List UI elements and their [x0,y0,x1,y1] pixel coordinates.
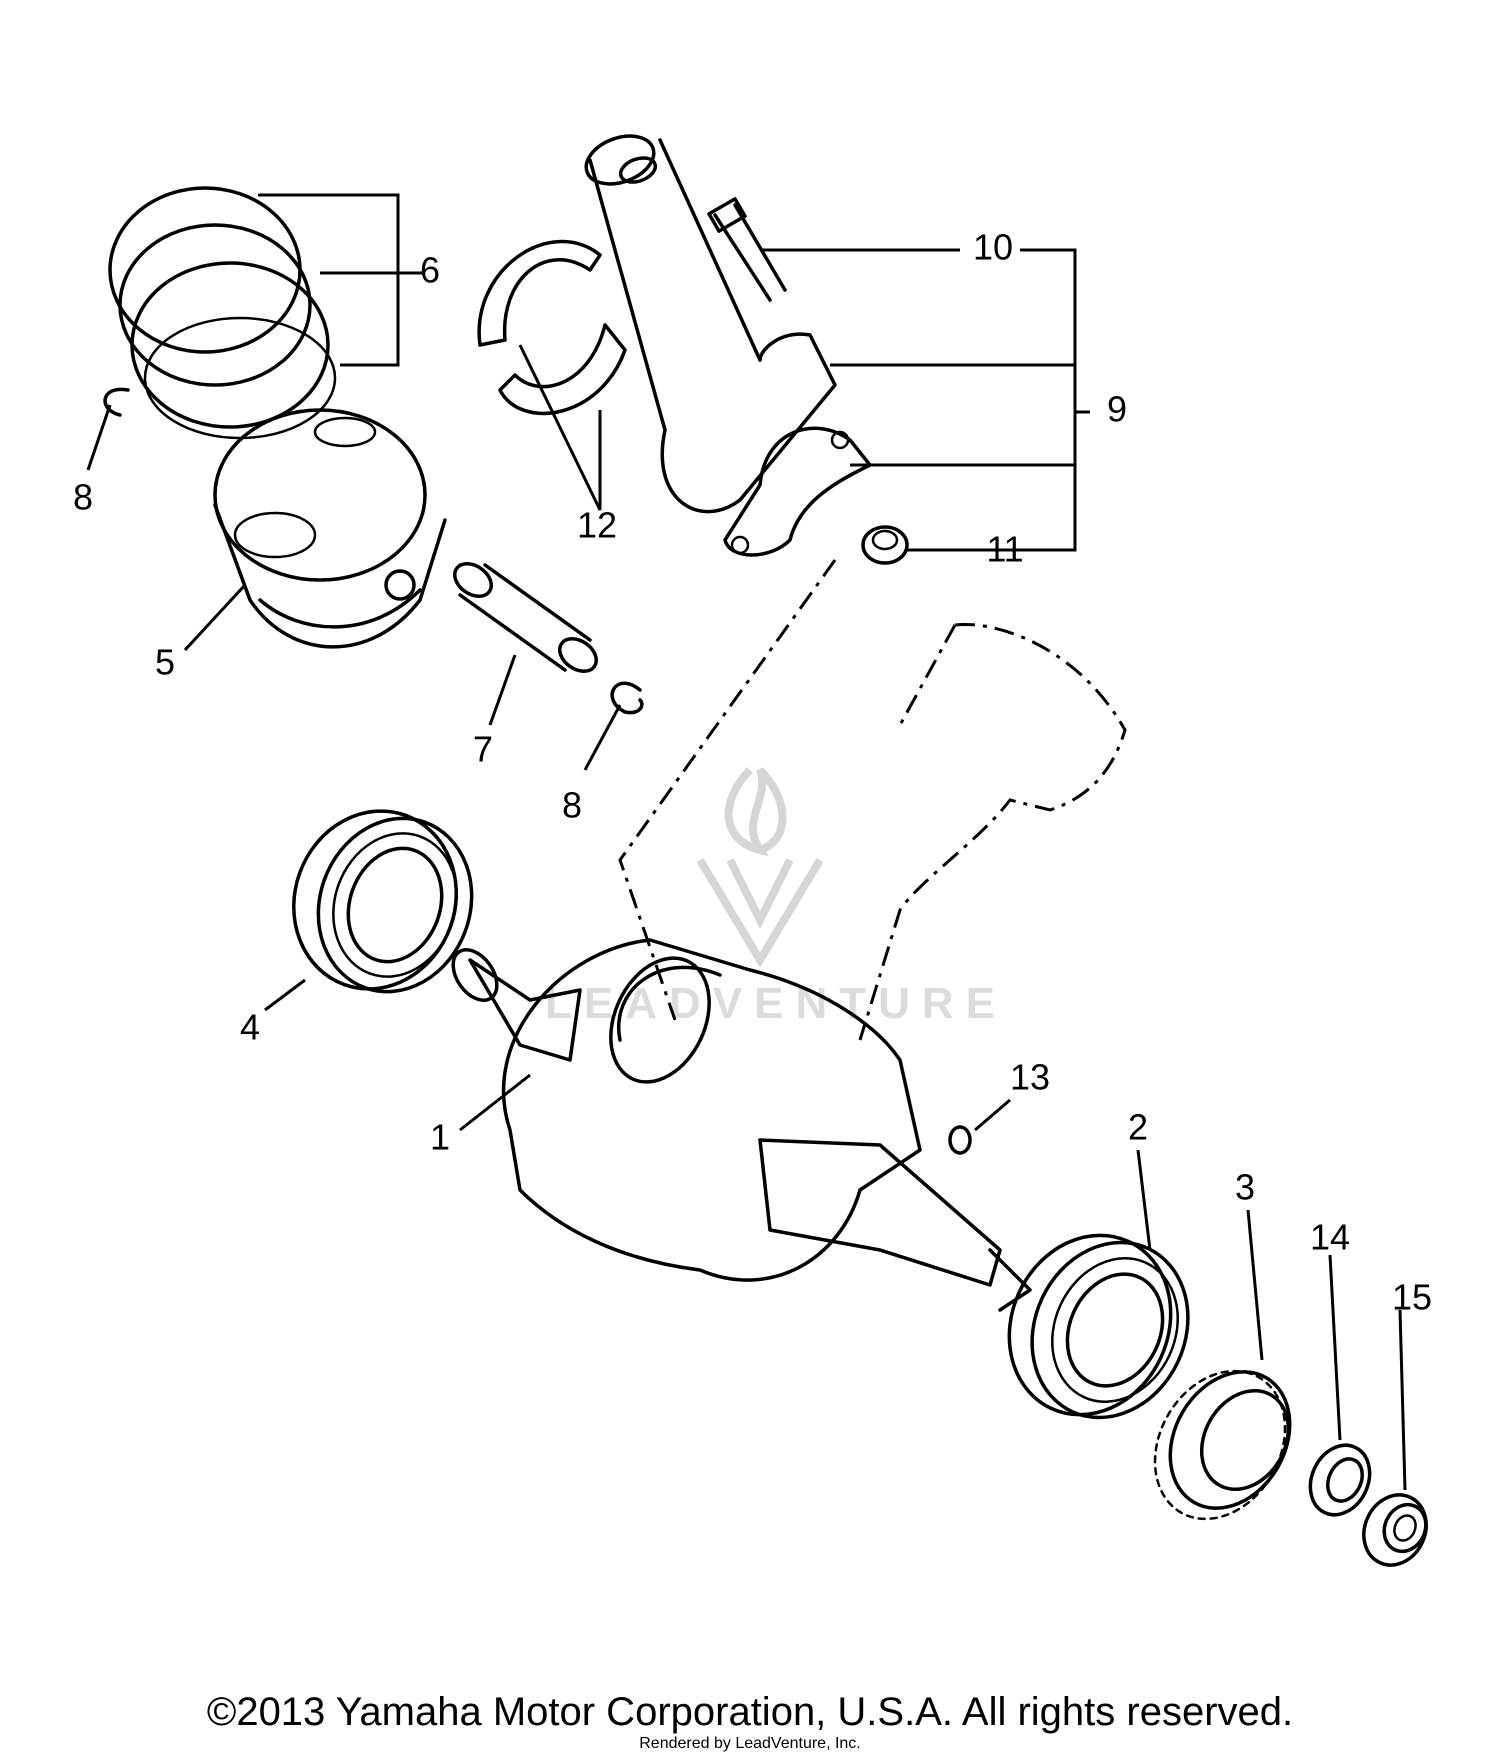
callout-2: 2 [1128,1107,1148,1148]
callout-13: 13 [1010,1057,1050,1098]
rendered-by-credit: Rendered by LeadVenture, Inc. [639,1735,861,1752]
piston-pin-drawing [453,562,598,673]
callout-9: 9 [1107,389,1127,430]
watermark-logo: LEADVENTURE [545,767,1007,1028]
callout-8-right: 8 [562,785,582,826]
flange-nut-drawing [1362,1493,1428,1567]
circlip-right-drawing [610,681,644,715]
circlip-left-drawing [103,387,130,417]
callout-8-left: 8 [73,477,93,518]
piston-drawing [213,408,447,649]
bearing-left-drawing [292,809,474,994]
washer-drawing [1308,1443,1372,1517]
callout-11: 11 [986,529,1023,570]
callout-1: 1 [430,1117,450,1158]
callout-4: 4 [240,1007,260,1048]
bearing-right-drawing [1007,1233,1190,1420]
callout-14: 14 [1310,1217,1350,1258]
rod-bolt-drawing [707,197,787,302]
callout-5: 5 [155,642,175,683]
copyright-notice: ©2013 Yamaha Motor Corporation, U.S.A. A… [206,1690,1294,1734]
rod-position-dashed-outline [618,559,1127,1041]
callout-3: 3 [1235,1167,1255,1208]
callout-6: 6 [420,250,440,291]
connecting-rod-drawing [584,134,872,557]
watermark-text: LEADVENTURE [545,979,1007,1028]
bearing-shells-drawing [477,239,627,416]
callout-7: 7 [473,729,493,770]
timing-gear-drawing [1153,1369,1292,1521]
callout-15: 15 [1392,1277,1432,1318]
rod-nut-drawing [861,525,909,565]
callout-numbers: 1 2 3 4 5 6 7 8 8 9 10 11 12 13 14 15 [73,227,1432,1318]
crankshaft-drawing [451,938,1032,1312]
piston-rings-drawing [108,186,337,440]
woodruff-key-drawing [948,1125,972,1155]
leader-lines [86,193,1407,1491]
callout-12: 12 [577,505,617,546]
callout-10: 10 [973,227,1013,268]
